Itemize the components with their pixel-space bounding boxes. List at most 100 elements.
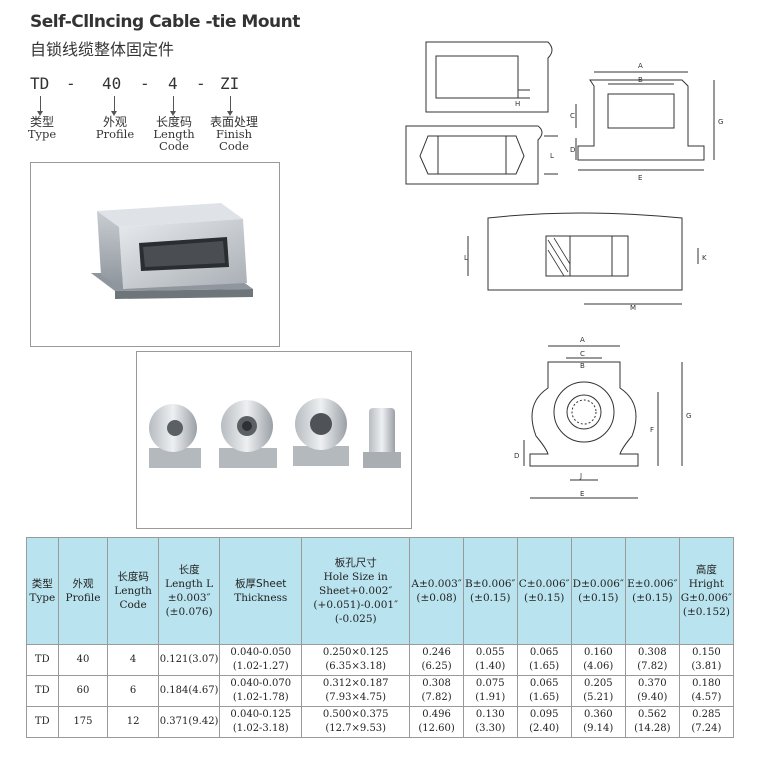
- drawing-profile: [575, 71, 715, 171]
- cell-d: 0.160 (4.06): [570, 644, 626, 676]
- dim-label-l-side: L: [464, 254, 468, 262]
- dim-label-a-round: A: [580, 336, 585, 344]
- arrow-type: [37, 96, 43, 116]
- cell-d: 0.360 (9.14): [570, 706, 626, 738]
- dim-label-d: D: [570, 146, 575, 154]
- title-english: Self-Cllncing Cable -tie Mount: [30, 12, 300, 32]
- dim-label-g-round: G: [686, 412, 691, 420]
- cell-height: 0.150 (3.81): [678, 644, 735, 676]
- cell-length-code: 4: [107, 644, 159, 676]
- cell-a: 0.496 (12.60): [409, 706, 464, 738]
- dim-label-m: M: [630, 304, 636, 312]
- cell-c: 0.065 (1.65): [516, 644, 572, 676]
- label-type: 类型 Type: [27, 115, 57, 141]
- dim-label-a: A: [638, 62, 643, 70]
- arrow-length: [170, 96, 176, 116]
- cell-thickness: 0.040-0.050 (1.02-1.27): [219, 644, 303, 676]
- cell-height: 0.180 (4.57): [678, 675, 735, 707]
- cell-length: 0.184(4.67): [157, 675, 221, 707]
- cell-b: 0.055 (1.40): [462, 644, 518, 676]
- drawing-sheet-slot: [405, 41, 558, 185]
- dim-label-b: B: [638, 76, 643, 84]
- header-b: B±0.006″ (±0.15): [462, 537, 518, 645]
- title-chinese: 自锁线缆整体固定件: [30, 40, 175, 59]
- cell-type: TD: [26, 706, 59, 738]
- cable-tie-mount-image: [91, 203, 253, 299]
- cell-c: 0.065 (1.65): [516, 675, 572, 707]
- label-length-code: 长度码 Length Code: [153, 115, 195, 153]
- dim-label-d-round: D: [514, 452, 519, 460]
- dim-label-e: E: [638, 174, 642, 182]
- dim-label-l: L: [550, 152, 554, 160]
- drawing-round-mount: [523, 345, 683, 499]
- code-finish: ZI: [220, 74, 240, 93]
- cell-hole-size: 0.312×0.187 (7.93×4.75): [301, 675, 411, 707]
- cell-length-code: 12: [107, 706, 159, 738]
- table-row: TD 60 6 0.184(4.67) 0.040-0.070 (1.02-1.…: [26, 675, 735, 707]
- table-row: TD 40 4 0.121(3.07) 0.040-0.050 (1.02-1.…: [26, 644, 735, 676]
- header-e: E±0.006″ (±0.15): [624, 537, 680, 645]
- dim-label-e-round: E: [580, 490, 584, 498]
- dim-label-j-round: J: [579, 472, 582, 480]
- cell-height: 0.285 (7.24): [678, 706, 735, 738]
- cell-e: 0.308 (7.82): [624, 644, 680, 676]
- code-type: TD: [30, 74, 50, 93]
- cell-length: 0.371(9.42): [157, 706, 221, 738]
- cell-profile: 60: [57, 675, 109, 707]
- dim-label-c: C: [570, 112, 575, 120]
- cell-b: 0.075 (1.91): [462, 675, 518, 707]
- variant-2: [219, 400, 277, 468]
- cell-profile: 40: [57, 644, 109, 676]
- cell-b: 0.130 (3.30): [462, 706, 518, 738]
- mount-variants-image: [149, 398, 401, 468]
- variant-3: [293, 398, 349, 466]
- dim-label-c-round: C: [580, 350, 585, 358]
- code-length: 4: [168, 74, 178, 93]
- header-d: D±0.006″ (±0.15): [570, 537, 626, 645]
- cell-e: 0.370 (9.40): [624, 675, 680, 707]
- cell-a: 0.308 (7.82): [409, 675, 464, 707]
- cell-e: 0.562 (14.28): [624, 706, 680, 738]
- arrow-finish: [227, 96, 233, 116]
- table-row: TD 175 12 0.371(9.42) 0.040-0.125 (1.02-…: [26, 706, 735, 738]
- cell-length: 0.121(3.07): [157, 644, 221, 676]
- product-photo-variants: [136, 351, 412, 529]
- dim-label-k: K: [702, 254, 707, 262]
- header-c: C±0.006″ (±0.15): [516, 537, 572, 645]
- arrow-profile: [111, 96, 117, 116]
- technical-drawings: H L A B C D E G L K M: [405, 41, 723, 499]
- code-profile: 40: [102, 74, 122, 93]
- dim-label-b-round: B: [580, 362, 585, 370]
- cell-thickness: 0.040-0.125 (1.02-3.18): [219, 706, 303, 738]
- label-finish-code: 表面处理 Finish Code: [209, 115, 258, 153]
- drawing-side-section: [467, 212, 699, 305]
- cell-d: 0.205 (5.21): [570, 675, 626, 707]
- product-photo-mount: [30, 162, 280, 347]
- code-dash: -: [196, 74, 206, 93]
- code-dash: -: [140, 74, 150, 93]
- cell-c: 0.095 (2.40): [516, 706, 572, 738]
- cell-a: 0.246 (6.25): [409, 644, 464, 676]
- variant-1: [149, 404, 201, 468]
- code-dash: -: [66, 74, 76, 93]
- cell-hole-size: 0.500×0.375 (12.7×9.53): [301, 706, 411, 738]
- cell-length-code: 6: [107, 675, 159, 707]
- dim-label-h: H: [515, 100, 520, 108]
- variant-4: [363, 408, 401, 468]
- header-a: A±0.003″ (±0.08): [409, 537, 464, 645]
- cell-type: TD: [26, 644, 59, 676]
- cell-thickness: 0.040-0.070 (1.02-1.78): [219, 675, 303, 707]
- cell-profile: 175: [57, 706, 109, 738]
- dim-label-g: G: [718, 118, 723, 126]
- cell-hole-size: 0.250×0.125 (6.35×3.18): [301, 644, 411, 676]
- cell-type: TD: [26, 675, 59, 707]
